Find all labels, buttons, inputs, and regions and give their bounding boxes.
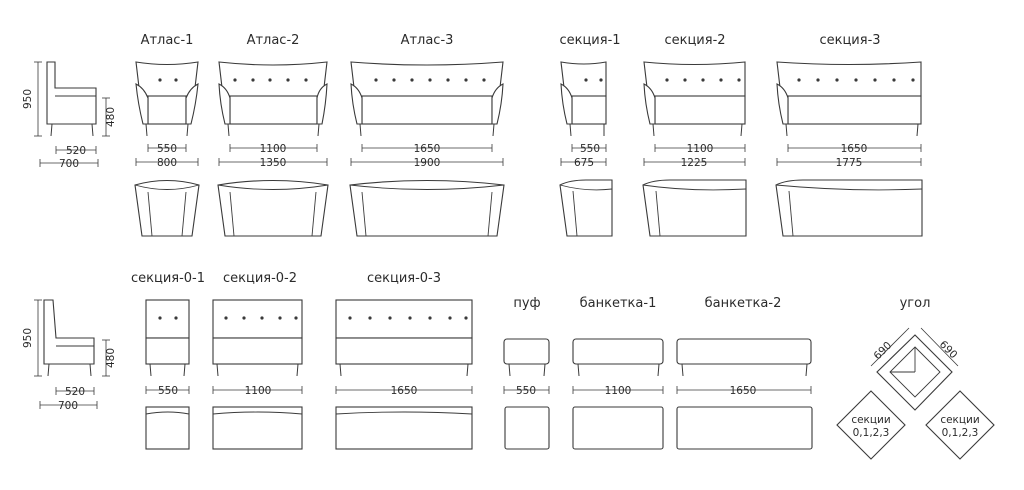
side-height-label: 950 (22, 328, 34, 348)
model-label: Атлас-2 (247, 33, 300, 48)
model-label: секция-1 (559, 33, 620, 48)
outer-width-label: 1350 (260, 157, 287, 169)
model-label: секция-0-2 (223, 271, 297, 286)
outer-width-label: 1900 (414, 157, 441, 169)
model-section-1: секция-1 550 675 (559, 33, 621, 237)
model-label: секция-3 (819, 33, 880, 48)
inner-width-label: 550 (157, 143, 177, 155)
side-seat-height-label: 480 (105, 107, 117, 127)
corner-left-tag-line2: 0,1,2,3 (853, 427, 890, 439)
model-section-0-3: секция-0-3 1650 (335, 271, 473, 450)
model-atlas-2: Атлас-2 1100 1350 (217, 33, 329, 237)
model-atlas-3: Атлас-3 1650 1900 (349, 33, 505, 237)
model-pouf: пуф 550 (503, 296, 550, 450)
corner-right-tag-line1: секции (940, 414, 979, 426)
inner-width-label: 550 (580, 143, 600, 155)
width-label: 1100 (245, 385, 272, 397)
side-view-section-row2: 950 480 520 700 (22, 299, 117, 412)
model-section-3: секция-3 1650 1775 (775, 33, 923, 237)
width-label: 1650 (730, 385, 757, 397)
inner-width-label: 1100 (260, 143, 287, 155)
inner-width-label: 1650 (414, 143, 441, 155)
side-height-label: 950 (22, 89, 34, 109)
model-bench-1: банкетка-1 1100 (572, 296, 664, 450)
outer-width-label: 1225 (681, 157, 708, 169)
side-depth-label: 700 (58, 400, 78, 412)
outer-width-label: 800 (157, 157, 177, 169)
corner-right-tag-line2: 0,1,2,3 (942, 427, 979, 439)
model-label: секция-0-1 (131, 271, 205, 286)
corner-dim-right-label: 690 (937, 339, 960, 362)
inner-width-label: 1100 (687, 143, 714, 155)
width-label: 550 (158, 385, 178, 397)
model-label: угол (900, 296, 931, 311)
model-label: Атлас-1 (141, 33, 194, 48)
width-label: 550 (516, 385, 536, 397)
model-label: пуф (513, 296, 540, 311)
outer-width-label: 1775 (836, 157, 863, 169)
inner-width-label: 1650 (841, 143, 868, 155)
side-view-armchair-row1: 950 480 520 700 (22, 61, 117, 170)
model-label: Атлас-3 (401, 33, 454, 48)
model-section-0-2: секция-0-2 1100 (212, 271, 303, 450)
side-seat-height-label: 480 (105, 348, 117, 368)
side-depth-label: 700 (59, 158, 79, 170)
width-label: 1100 (605, 385, 632, 397)
model-section-2: секция-2 1100 1225 (642, 33, 747, 237)
model-label: банкетка-1 (580, 296, 657, 311)
corner-left-tag-line1: секции (851, 414, 890, 426)
side-seat-depth-label: 520 (65, 386, 85, 398)
model-corner: угол 690 690 секции 0,1,2,3 секции 0,1,2… (836, 296, 995, 460)
side-seat-depth-label: 520 (66, 145, 86, 157)
width-label: 1650 (391, 385, 418, 397)
model-label: банкетка-2 (705, 296, 782, 311)
model-bench-2: банкетка-2 1650 (676, 296, 813, 450)
model-label: секция-2 (664, 33, 725, 48)
model-label: секция-0-3 (367, 271, 441, 286)
model-atlas-1: Атлас-1 550 800 (134, 33, 200, 237)
outer-width-label: 675 (574, 157, 594, 169)
model-section-0-1: секция-0-1 550 (131, 271, 205, 450)
